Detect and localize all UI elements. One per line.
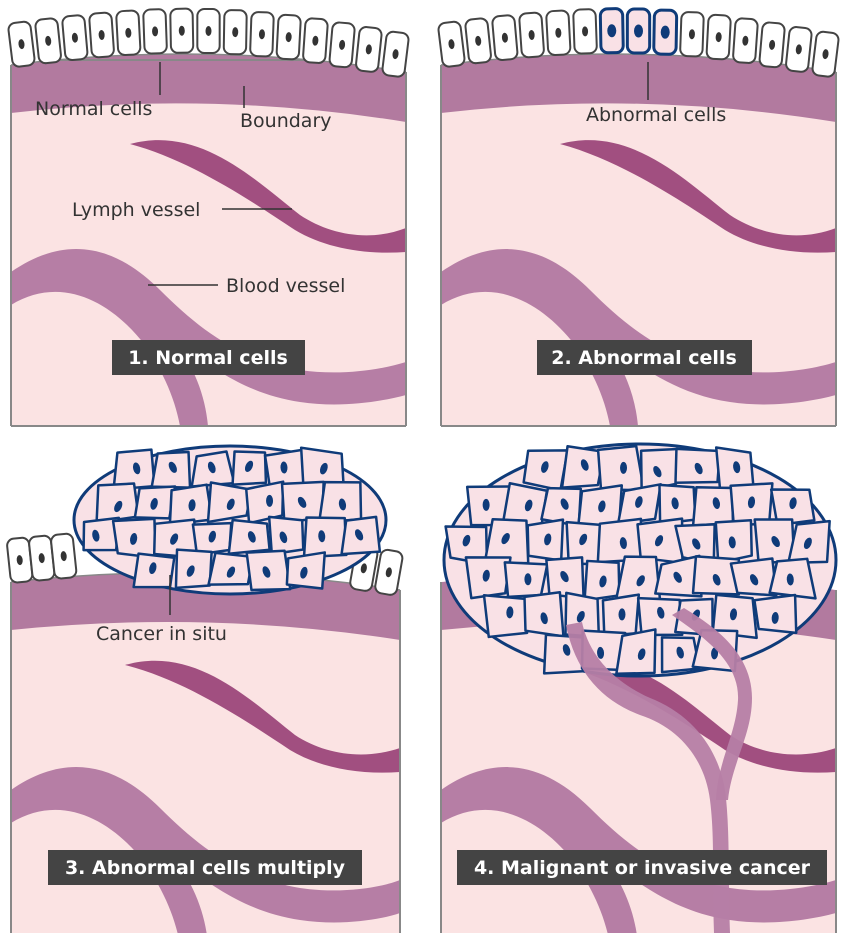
tumor-cell <box>319 482 361 522</box>
tumor-cell <box>134 554 175 588</box>
normal-cell <box>62 15 88 61</box>
panel-4: 4. Malignant or invasive cancer <box>441 444 836 933</box>
tumor-cell <box>287 552 325 588</box>
normal-cell <box>706 15 731 60</box>
tumor-cell <box>484 595 527 637</box>
normal-cell <box>35 18 62 64</box>
invasive-cancer-cluster <box>444 444 836 676</box>
normal-cell <box>492 15 518 61</box>
normal-cell <box>812 31 840 77</box>
caption-panel-2: 2. Abnormal cells <box>551 347 737 369</box>
tumor-cell <box>524 450 568 490</box>
tumor-cell <box>675 449 719 483</box>
normal-cell <box>759 22 785 68</box>
label-lymph-vessel: Lymph vessel <box>72 199 200 221</box>
tumor-cell <box>229 520 270 554</box>
label-abnormal-cells: Abnormal cells <box>586 104 726 126</box>
normal-cell <box>170 9 193 53</box>
tumor-cell <box>528 520 563 561</box>
tumor-cell <box>208 482 251 521</box>
tumor-cell <box>97 484 139 523</box>
normal-cell <box>680 12 704 57</box>
cell-nucleus <box>634 25 643 38</box>
tumor-cell <box>505 562 547 597</box>
normal-cell <box>374 549 403 596</box>
tumor-cell <box>265 450 306 488</box>
tumor-cell <box>716 520 752 563</box>
tumor-cell <box>770 559 816 599</box>
caption-panel-4: 4. Malignant or invasive cancer <box>474 857 811 879</box>
panel-3: Cancer in situ 3. Abnormal cells multipl… <box>6 446 403 933</box>
tumor-cell <box>269 517 303 554</box>
normal-cell <box>438 21 466 67</box>
cancer-in-situ-cluster <box>74 446 386 594</box>
normal-cell <box>785 26 812 72</box>
normal-cell <box>276 15 301 60</box>
tumor-cell <box>113 519 155 558</box>
normal-cell <box>224 10 247 54</box>
tumor-cell <box>616 629 655 673</box>
tumor-cell <box>693 487 733 525</box>
abnormal-cell <box>627 9 649 53</box>
tumor-cell <box>192 451 235 486</box>
tumor-cell <box>603 595 639 636</box>
tumor-cell <box>152 452 190 488</box>
normal-cell <box>250 12 274 57</box>
normal-cell <box>329 22 355 68</box>
tumor-cell <box>716 448 753 489</box>
normal-cell <box>8 21 36 67</box>
label-blood-vessel: Blood vessel <box>226 275 345 297</box>
tumor-cell <box>585 561 620 600</box>
tumor-cell <box>304 517 346 557</box>
label-normal-cells: Normal cells <box>35 98 152 120</box>
caption-panel-3: 3. Abnormal cells multiply <box>65 857 346 879</box>
label-cancer-in-situ: Cancer in situ <box>96 623 227 645</box>
tumor-cell <box>342 517 380 554</box>
normal-cell <box>50 533 76 579</box>
normal-cell <box>197 9 219 53</box>
normal-cell <box>546 10 571 55</box>
normal-cell <box>355 26 382 72</box>
normal-cell <box>573 9 597 54</box>
abnormal-cell <box>654 10 677 54</box>
cell-nucleus <box>206 26 212 36</box>
caption-panel-1: 1. Normal cells <box>128 347 288 369</box>
tumor-cell <box>176 550 212 588</box>
normal-cell <box>143 9 167 54</box>
panel-2: Abnormal cells 2. Abnormal cells <box>438 9 840 426</box>
normal-cell <box>465 18 492 64</box>
tumor-cell <box>616 557 660 599</box>
panel-1: Normal cells Boundary Lymph vessel Blood… <box>8 9 410 426</box>
normal-cell <box>733 18 758 63</box>
tumor-cell <box>659 485 695 524</box>
normal-cell <box>89 12 114 57</box>
label-boundary: Boundary <box>240 110 332 132</box>
tumor-cell <box>247 551 291 590</box>
tumor-cell <box>233 451 266 484</box>
tumor-cell <box>754 595 796 633</box>
normal-cell <box>519 12 544 57</box>
abnormal-cell <box>600 9 623 53</box>
normal-cell <box>382 31 410 77</box>
tumor-cell <box>524 592 563 636</box>
normal-cell <box>303 18 328 63</box>
tumor-cell <box>170 485 212 525</box>
tumor-cell <box>598 446 644 490</box>
normal-cell <box>116 10 141 55</box>
tumor-cell <box>135 487 175 519</box>
tumor-cell <box>693 556 739 594</box>
